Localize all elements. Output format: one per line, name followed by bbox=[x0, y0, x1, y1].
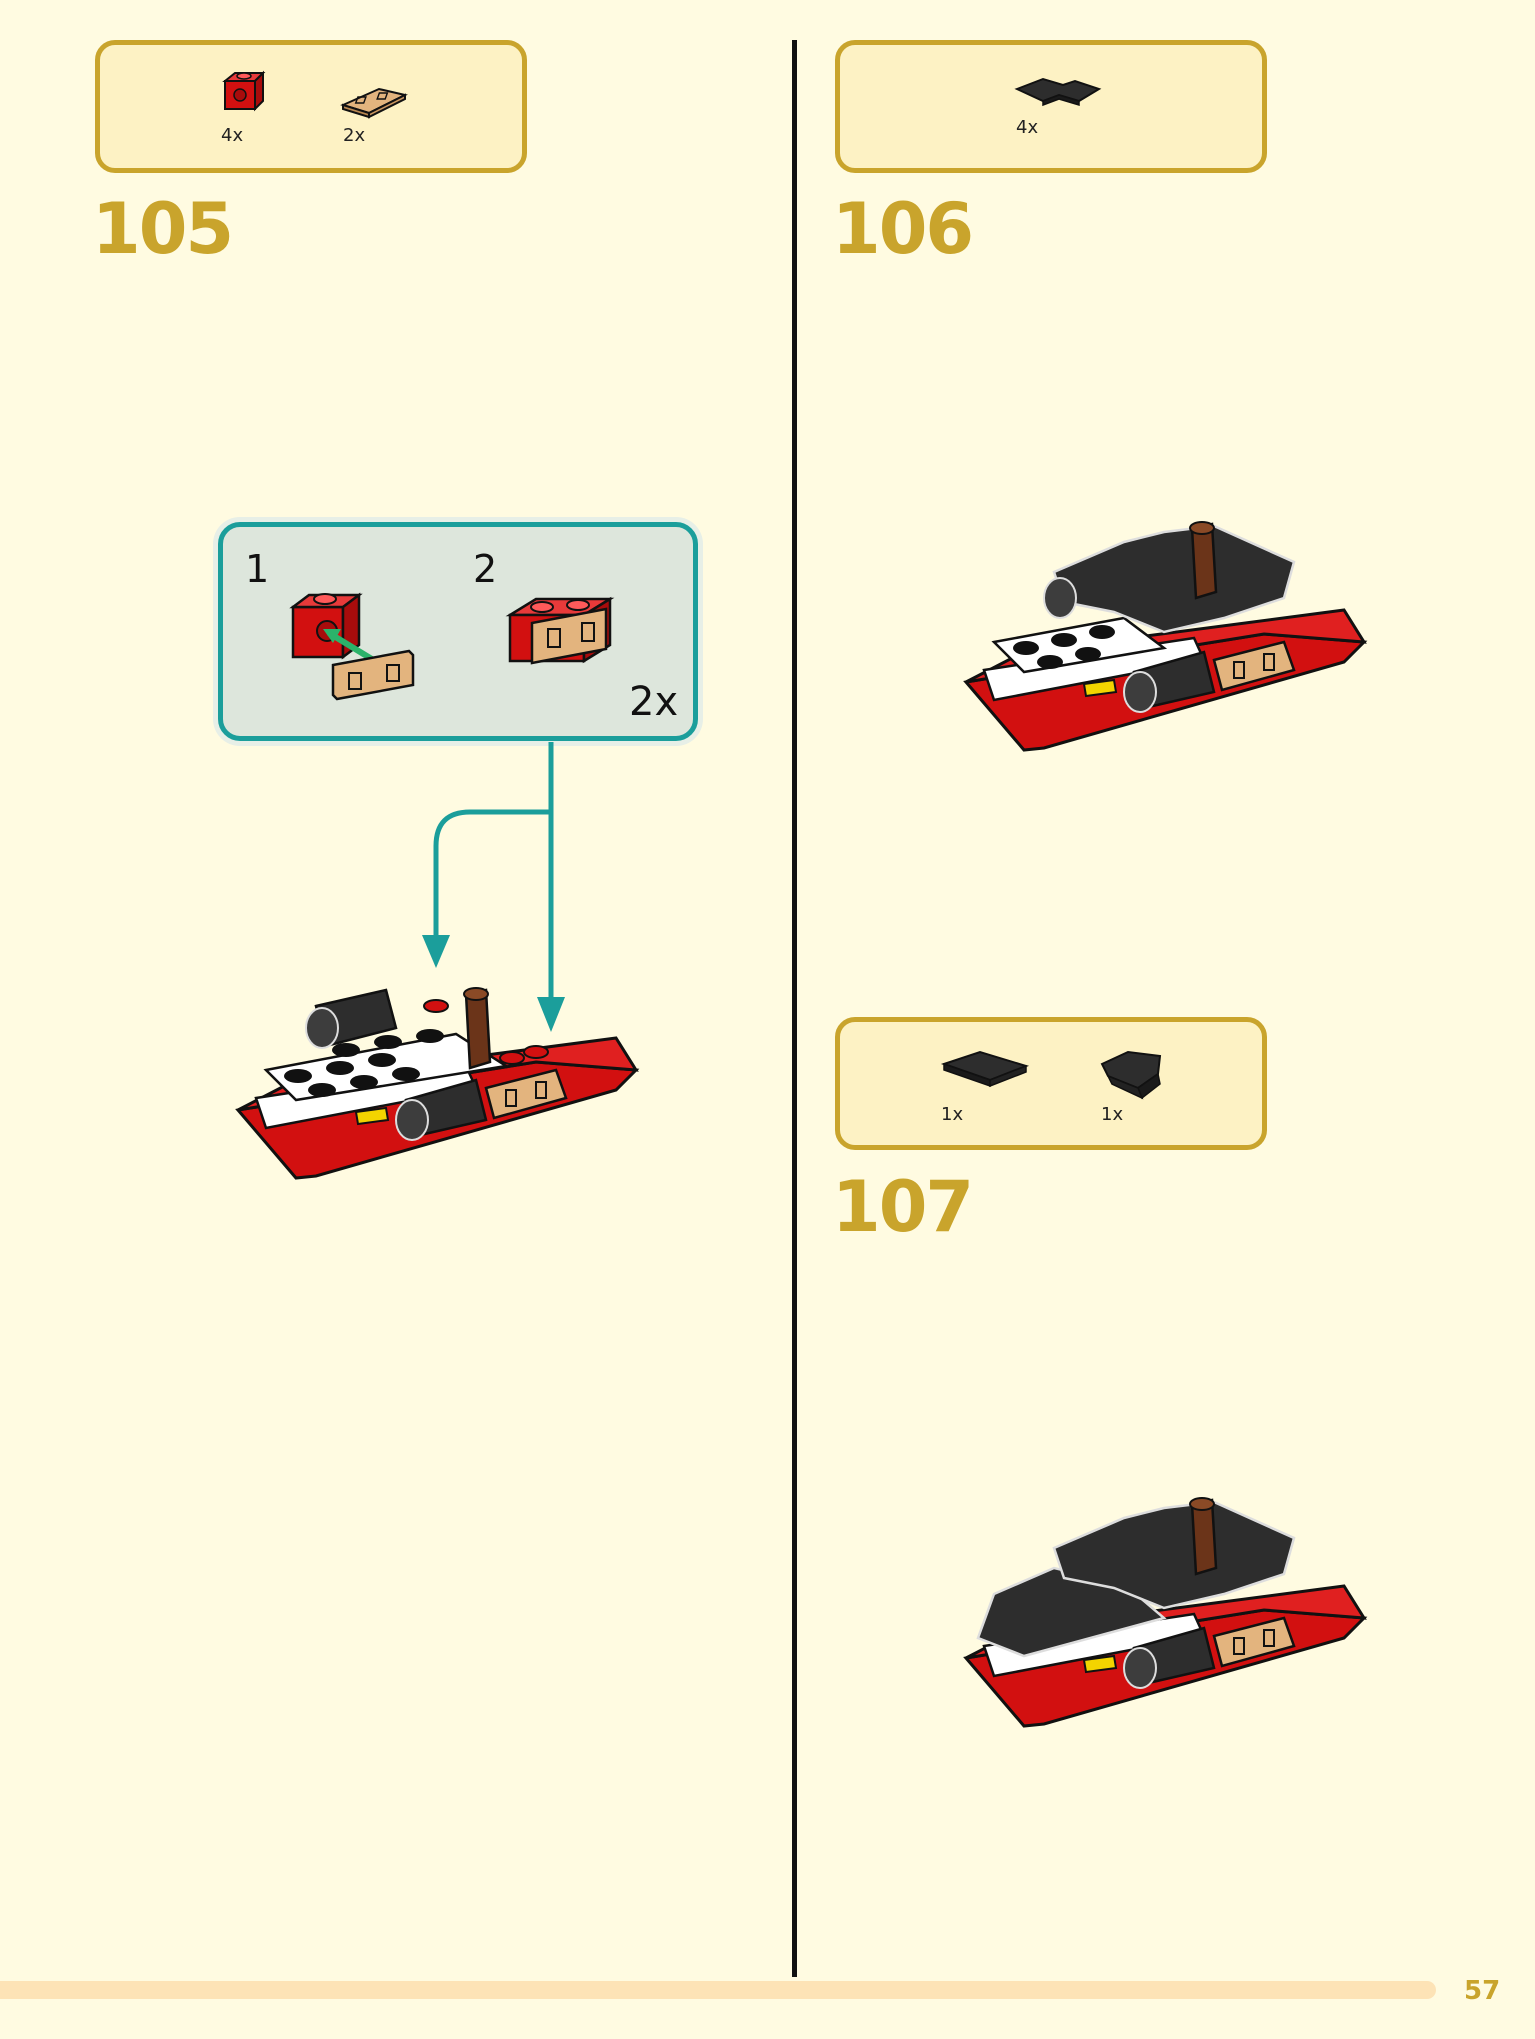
parts-box-step-105: 4x 2x bbox=[95, 40, 527, 173]
brick-1x2-with-tile-icon bbox=[505, 596, 615, 665]
subassembly-multiplier: 2x bbox=[629, 679, 679, 725]
part-quantity: 1x bbox=[941, 1104, 964, 1125]
boat-model-step-107 bbox=[963, 1497, 1368, 1728]
parts-box-step-107: 1x 1x bbox=[835, 1017, 1267, 1150]
parts-box-step-106: 4x bbox=[835, 40, 1267, 173]
dark-tile-2x2-icon bbox=[940, 1050, 1030, 1088]
subassembly-callout: 1 2 2x bbox=[218, 522, 698, 741]
substep-number: 2 bbox=[473, 547, 498, 591]
dark-corner-plate-icon bbox=[1014, 77, 1102, 107]
boat-model-step-106 bbox=[963, 521, 1368, 752]
footer-progress-bar bbox=[0, 1981, 1436, 1999]
page-number: 57 bbox=[1464, 1976, 1501, 2006]
part-quantity: 1x bbox=[1101, 1104, 1124, 1125]
part-quantity: 2x bbox=[343, 125, 366, 146]
brick-with-tile-attach-icon bbox=[289, 592, 415, 701]
substep-number: 1 bbox=[245, 547, 270, 591]
tan-tile-1x2-window-icon bbox=[340, 87, 408, 119]
boat-model-step-105 bbox=[235, 987, 640, 1180]
step-number: 107 bbox=[832, 1166, 974, 1248]
part-quantity: 4x bbox=[221, 125, 244, 146]
part-quantity: 4x bbox=[1016, 117, 1039, 138]
step-number: 106 bbox=[832, 188, 974, 270]
dark-wedge-slope-icon bbox=[1100, 1050, 1162, 1100]
step-number: 105 bbox=[92, 188, 234, 270]
red-brick-1x1-side-stud-icon bbox=[222, 70, 266, 112]
page-divider bbox=[792, 40, 797, 1977]
